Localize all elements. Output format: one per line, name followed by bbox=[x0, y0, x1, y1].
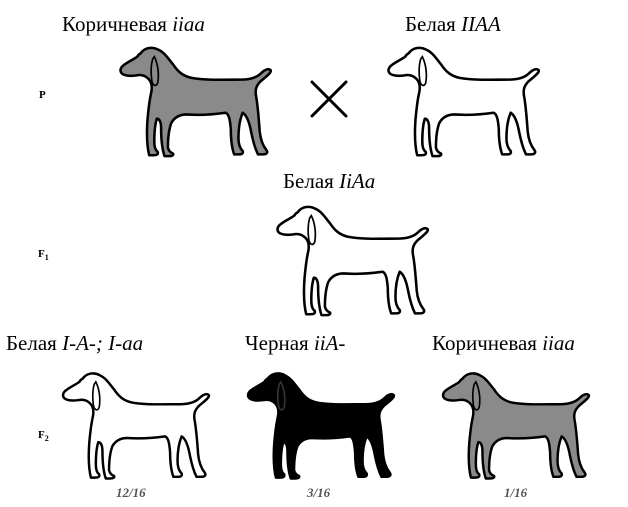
generation-f1-label: F1 bbox=[38, 248, 49, 263]
f2-brown-ratio: 1/16 bbox=[504, 485, 528, 500]
dog-ear bbox=[277, 380, 286, 411]
dog-body bbox=[246, 372, 396, 480]
dog-body bbox=[61, 372, 211, 480]
f2-black-ratio: 3/16 bbox=[307, 485, 331, 500]
parent-right-label: Белая IIAA bbox=[405, 12, 501, 36]
dog-body bbox=[387, 46, 541, 158]
f2-black-label: Черная iiA- bbox=[245, 331, 346, 355]
f2-white-ratio: 12/16 bbox=[116, 485, 146, 500]
dog-body bbox=[276, 205, 430, 317]
f2-brown-dog bbox=[441, 372, 591, 480]
parent-left-label: Коричневая iiaa bbox=[62, 12, 205, 36]
generation-f2-label: F2 bbox=[38, 429, 49, 444]
dog-ear bbox=[150, 54, 160, 87]
cross-symbol-icon bbox=[310, 80, 348, 118]
f1-label: Белая IiAa bbox=[283, 169, 376, 193]
generation-p-label: P bbox=[39, 89, 46, 101]
f2-white-dog bbox=[61, 372, 211, 480]
dog-ear bbox=[472, 380, 481, 411]
f2-brown-label: Коричневая iiaa bbox=[432, 331, 575, 355]
parent-right-dog bbox=[387, 46, 541, 158]
f2-black-dog bbox=[246, 372, 396, 480]
parent-left-dog bbox=[119, 46, 273, 158]
dog-body bbox=[119, 46, 273, 158]
f2-white-label: Белая I-A-; I-aa bbox=[6, 331, 144, 355]
dog-ear bbox=[92, 380, 101, 411]
f1-dog bbox=[276, 205, 430, 317]
dog-ear bbox=[418, 54, 428, 87]
dog-body bbox=[441, 372, 591, 480]
dog-ear bbox=[307, 213, 317, 246]
